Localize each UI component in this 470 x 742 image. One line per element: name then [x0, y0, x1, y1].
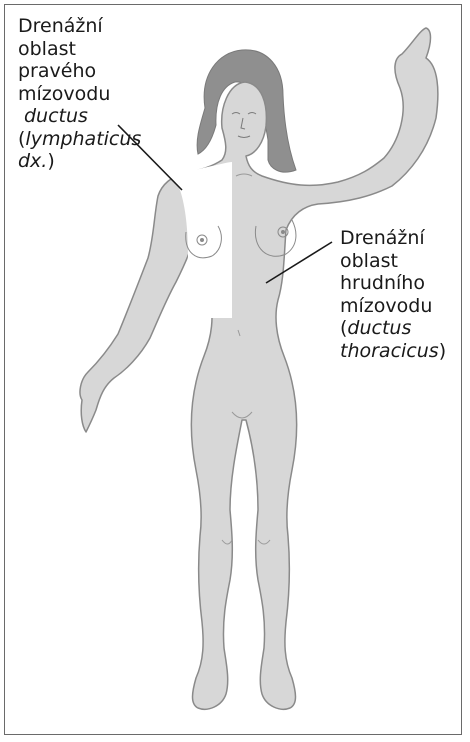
label-latin-line: dx.) [18, 150, 141, 173]
label-latin-line: ductus [18, 105, 141, 128]
label-line: mízovodu [340, 295, 446, 318]
label-latin-line: (ductus [340, 317, 446, 340]
label-latin-line: thoracicus) [340, 340, 446, 363]
latin-word: lymphaticus [25, 128, 141, 150]
label-line: oblast [340, 250, 446, 273]
label-line: hrudního [340, 272, 446, 295]
label-right-lymphatic-duct: Drenážní oblast pravého mízovodu ductus … [18, 15, 141, 173]
label-thoracic-duct: Drenážní oblast hrudního mízovodu (ductu… [340, 227, 446, 362]
label-line: Drenážní [18, 15, 141, 38]
label-line: mízovodu [18, 83, 141, 106]
label-line: oblast [18, 38, 141, 61]
label-latin-line: (lymphaticus [18, 128, 141, 151]
latin-word: dx. [18, 150, 47, 172]
label-line: pravého [18, 60, 141, 83]
latin-word: ductus [347, 317, 411, 339]
close-paren: ) [47, 150, 54, 172]
latin-word: thoracicus [340, 340, 439, 362]
close-paren: ) [439, 340, 446, 362]
label-line: Drenážní [340, 227, 446, 250]
